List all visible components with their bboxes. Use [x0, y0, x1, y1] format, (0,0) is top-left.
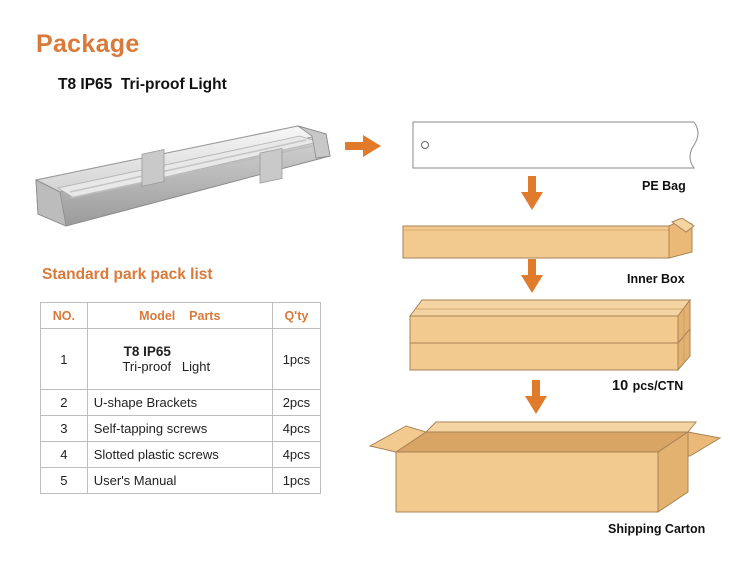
row-number: 5: [40, 467, 88, 494]
pe-bag-label: PE Bag: [642, 179, 686, 193]
pe-bag-image: [412, 121, 702, 169]
row-part: T8 IP65 Tri-proof Light: [86, 328, 273, 390]
row-qty: 1pcs: [271, 467, 322, 494]
pcs-per-carton-label: 10 pcs/CTN: [612, 377, 683, 395]
shipping-carton-label: Shipping Carton: [608, 522, 706, 536]
table-row: 1 T8 IP65 Tri-proof Light 1pcs: [40, 328, 322, 390]
shipping-carton-image: [366, 420, 722, 514]
row-number: 3: [40, 415, 88, 442]
row-part: Slotted plastic screws: [86, 441, 273, 468]
column-header-model-parts: Model Parts: [86, 302, 273, 329]
product-subtitle: T8 IP65 Tri-proof Light: [58, 76, 227, 93]
right-arrow-icon: [345, 135, 381, 157]
table-row: 3 Self-tapping screws 4pcs: [40, 415, 322, 442]
stacked-boxes-image: [408, 298, 693, 372]
row-qty: 4pcs: [271, 415, 322, 442]
table-row: 2 U-shape Brackets 2pcs: [40, 389, 322, 416]
column-header-no: NO.: [40, 302, 88, 329]
table-row: 4 Slotted plastic screws 4pcs: [40, 441, 322, 468]
tri-proof-light-image: [30, 118, 335, 236]
carton-unit: pcs/CTN: [632, 379, 684, 393]
table-row: 5 User's Manual 1pcs: [40, 467, 322, 494]
row-number: 4: [40, 441, 88, 468]
down-arrow-icon: [525, 380, 547, 414]
row-part: Self-tapping screws: [86, 415, 273, 442]
down-arrow-icon: [521, 259, 543, 293]
down-arrow-icon: [521, 176, 543, 210]
row-part-name: Tri-proof Light: [122, 359, 211, 374]
page-title: Package: [36, 30, 140, 58]
inner-box-image: [402, 218, 698, 260]
row-qty: 4pcs: [271, 441, 322, 468]
row-part: User's Manual: [86, 467, 273, 494]
table-header-row: NO. Model Parts Q'ty: [40, 302, 322, 329]
row-number: 2: [40, 389, 88, 416]
inner-box-label: Inner Box: [627, 272, 685, 286]
row-qty: 2pcs: [271, 389, 322, 416]
carton-count: 10: [612, 378, 629, 394]
pack-list-title: Standard park pack list: [42, 266, 213, 283]
row-qty: 1pcs: [271, 328, 322, 390]
pack-list-table: NO. Model Parts Q'ty 1 T8 IP65 Tri-proof…: [40, 302, 322, 494]
column-header-qty: Q'ty: [271, 302, 322, 329]
row-model: T8 IP65: [123, 344, 171, 359]
row-number: 1: [40, 328, 88, 390]
row-part: U-shape Brackets: [86, 389, 273, 416]
